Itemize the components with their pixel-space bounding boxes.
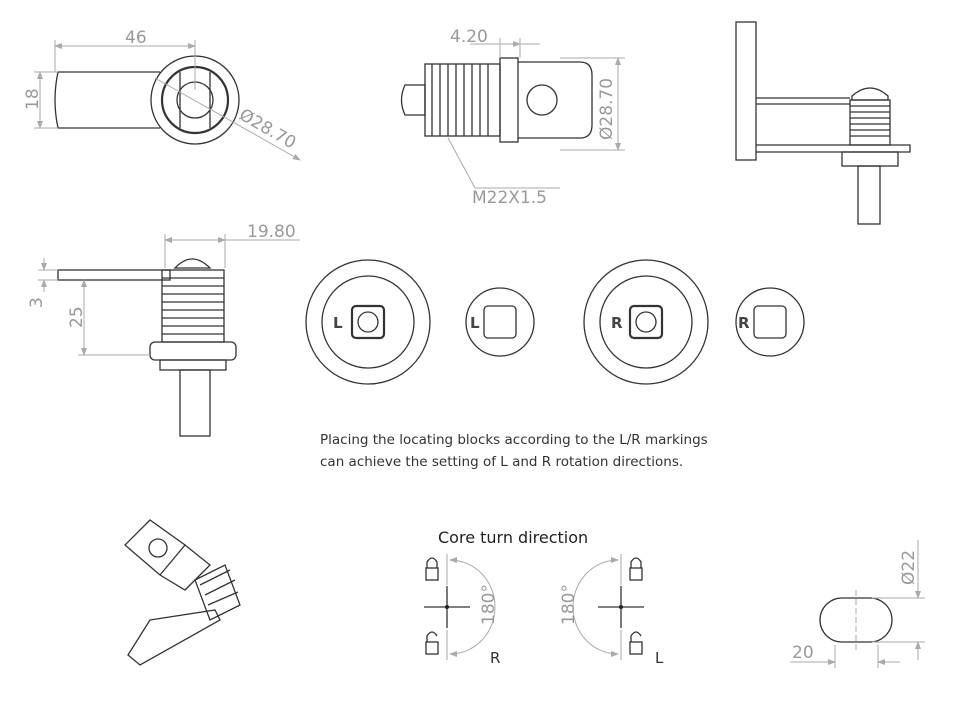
shaft-section-view: Ø22 20 — [790, 540, 925, 668]
dim-length: 46 — [125, 28, 147, 48]
dim-lever-thickness: 3 — [27, 297, 47, 308]
thread-spec: M22X1.5 — [472, 188, 547, 208]
right-label: R — [490, 649, 500, 667]
right-config-view: R — [583, 259, 709, 385]
caption-line-2: can achieve the setting of L and R rotat… — [320, 454, 683, 470]
left-locating-block: L — [465, 287, 535, 357]
dim-width: 18 — [23, 88, 43, 110]
marking-right: R — [611, 314, 623, 332]
left-label: L — [655, 649, 664, 667]
front-view: 19.80 3 25 — [27, 222, 300, 437]
angle-label-left: 180° — [559, 584, 579, 625]
dim-side-diameter: Ø28.70 — [597, 78, 617, 140]
marking-left-block: L — [470, 314, 480, 332]
angle-label-right: 180° — [479, 584, 499, 625]
dim-shaft-diameter: Ø22 — [899, 550, 919, 585]
right-locating-block: R — [735, 287, 805, 357]
dim-shaft-flat: 20 — [792, 643, 814, 663]
left-config-view: L — [305, 259, 431, 385]
core-turn-direction: Core turn direction 180° R 180° L — [424, 528, 664, 667]
top-view: 46 18 Ø28.70 — [23, 28, 301, 161]
right-rotation-diagram: 180° R — [424, 554, 500, 667]
dim-lever-length: 19.80 — [247, 222, 296, 242]
lever-outline — [54, 71, 160, 129]
marking-right-block: R — [738, 314, 750, 332]
isometric-view — [124, 519, 241, 666]
caption-line-1: Placing the locating blocks according to… — [320, 432, 708, 448]
dim-offset: 4.20 — [450, 27, 488, 47]
core-turn-title: Core turn direction — [438, 528, 588, 547]
side-view: 4.20 Ø28.70 M22X1.5 — [400, 27, 625, 208]
mounted-view — [735, 21, 911, 225]
marking-left: L — [333, 314, 343, 332]
dim-body-height: 25 — [67, 306, 87, 328]
left-rotation-diagram: 180° L — [559, 554, 664, 667]
